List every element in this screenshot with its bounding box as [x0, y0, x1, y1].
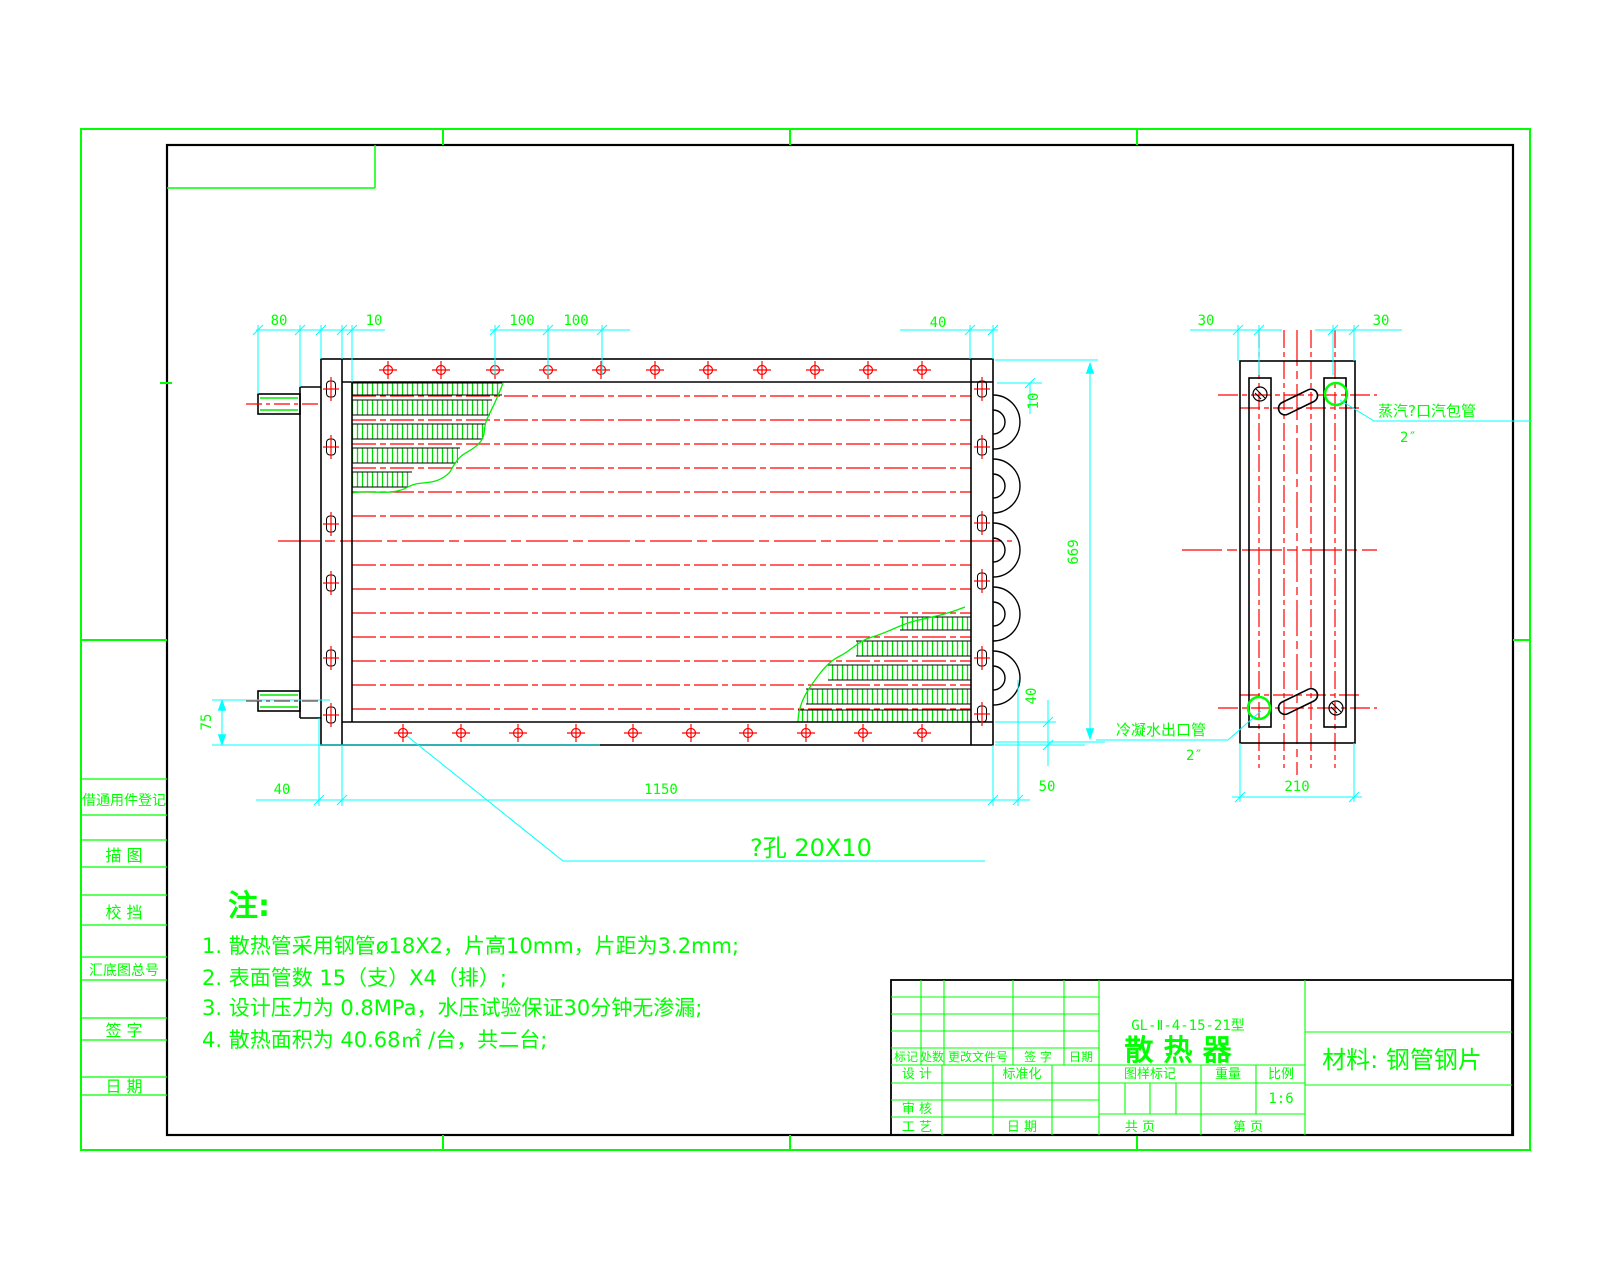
dim-40-right: 40 [1024, 688, 1040, 705]
side-horizontals [1182, 394, 1377, 709]
note-2: 2. 表面管数 15（支）X4（排）; [202, 966, 507, 990]
dim-10-right: 10 [1026, 393, 1042, 410]
dim-80: 80 [271, 313, 288, 329]
dim-40-bottom: 40 [274, 782, 291, 798]
tb-pages-total: 共 页 [1125, 1120, 1155, 1135]
tube-lines [352, 395, 971, 710]
margin-label-borrow: 借通用件登记 [82, 793, 166, 809]
fin-break-line-top [351, 382, 504, 494]
tb-row-date: 日 期 [1007, 1120, 1037, 1135]
front-view [246, 358, 1021, 746]
attachment-box [167, 145, 376, 189]
note-1: 1. 散热管采用钢管ø18X2，片高10mm，片距为3.2mm; [202, 934, 739, 958]
tb-col-count: 处数 [920, 1049, 944, 1064]
margin-label-date: 日 期 [105, 1077, 142, 1096]
lug-fins [260, 397, 298, 708]
note-3: 3. 设计压力为 0.8MPa，水压试验保证30分钟无渗漏; [202, 996, 702, 1020]
front-view-outline [257, 358, 994, 746]
tb-row-design: 设 计 [902, 1067, 932, 1082]
tb-col-change-doc: 更改文件号 [948, 1049, 1008, 1064]
dim-40-top: 40 [930, 315, 947, 331]
dim-ticks-top [252, 324, 999, 336]
tb-material: 材料: 钢管钢片 [1322, 1046, 1482, 1074]
tb-weight: 重量 [1215, 1066, 1241, 1082]
title-block: 标记 处数 更改文件号 签 字 日期 设 计 标准化 审 核 工 艺 日 期 G… [890, 979, 1513, 1136]
fin-break-line-bottom [797, 606, 966, 723]
steam-size-label: 2″ [1400, 430, 1417, 446]
dim-210: 210 [1284, 779, 1309, 795]
page-frame [80, 128, 1531, 1151]
bolt-holes-left-flange [322, 376, 340, 728]
dim-75: 75 [199, 714, 215, 731]
tb-product-name: 散 热 器 [1124, 1033, 1232, 1067]
dim-30-left: 30 [1198, 313, 1215, 329]
dimension-lines [212, 324, 1532, 862]
margin-register-column: 借通用件登记 描 图 校 挡 汇底图总号 签 字 日 期 [81, 778, 167, 1096]
tb-col-date: 日期 [1069, 1050, 1093, 1064]
tb-row-standard: 标准化 [1002, 1067, 1041, 1082]
hole-note-text: ?孔 20X10 [750, 834, 872, 862]
steam-inlet-label: 蒸汽?口汽包管 [1378, 402, 1476, 420]
tb-scale: 比例 [1268, 1067, 1294, 1082]
fin-region-bottom-right [797, 606, 971, 723]
fin-region-top-left [351, 382, 504, 494]
margin-label-trace: 描 图 [105, 846, 142, 865]
condensate-outlet-label: 冷凝水出口管 [1116, 721, 1206, 739]
tb-col-mark: 标记 [894, 1050, 918, 1064]
return-bends [992, 394, 1021, 706]
margin-label-sign: 签 字 [105, 1021, 142, 1040]
tb-col-sign: 签 字 [1024, 1049, 1052, 1064]
dim-100-b: 100 [563, 313, 588, 329]
steam-inlet-pipe [1323, 381, 1349, 407]
hole-note-leader [406, 735, 985, 862]
tb-model: GL-Ⅱ-4-15-21型 [1131, 1018, 1245, 1034]
condensate-leader [1096, 710, 1262, 741]
side-view-outline [1239, 360, 1356, 744]
tb-row-review: 审 核 [902, 1102, 932, 1117]
dim-30-right: 30 [1373, 313, 1390, 329]
dim-10-top: 10 [366, 313, 383, 329]
notes-block: 注: 1. 散热管采用钢管ø18X2，片高10mm，片距为3.2mm; 2. 表… [202, 889, 739, 1052]
side-view [1182, 330, 1377, 775]
dim-100-a: 100 [509, 313, 534, 329]
dim-669: 669 [1066, 539, 1082, 564]
centering-marks [81, 129, 1530, 1150]
tb-page-no: 第 页 [1233, 1120, 1263, 1135]
notes-title: 注: [228, 889, 270, 924]
lug-centerlines [246, 403, 318, 702]
bolt-holes-bottom [393, 723, 932, 743]
margin-label-old-no: 汇底图总号 [89, 963, 159, 979]
margin-label-check: 校 挡 [105, 903, 142, 922]
bolt-holes-top [378, 360, 932, 380]
condensate-outlet-pipe [1246, 695, 1272, 721]
dim-1150: 1150 [644, 782, 678, 798]
tb-row-process: 工 艺 [902, 1120, 932, 1135]
dimension-labels: 80 10 100 100 40 30 30 10 669 40 75 40 1… [199, 313, 1389, 798]
steam-leader [1339, 399, 1532, 422]
condensate-size-label: 2″ [1186, 748, 1203, 764]
anchor-hole-top-left [1252, 386, 1268, 402]
tb-scale-value: 1:6 [1268, 1091, 1293, 1107]
tb-drawing-mark: 图样标记 [1124, 1067, 1176, 1082]
dim-50: 50 [1039, 779, 1056, 795]
annotations: ?孔 20X10 蒸汽?口汽包管 2″ 冷凝水出口管 2″ [750, 402, 1476, 862]
bolt-holes-right-column [973, 376, 991, 727]
note-4: 4. 散热面积为 40.68㎡ /台，共二台; [202, 1028, 547, 1052]
